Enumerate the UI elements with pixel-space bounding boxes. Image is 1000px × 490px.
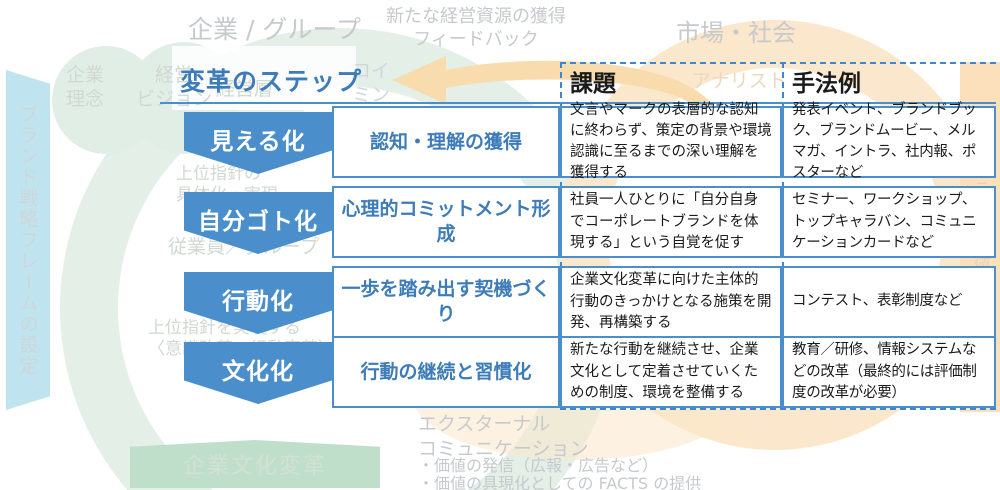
header-issue: 課題 (570, 71, 616, 97)
issue-text: 社員一人ひとりに「自分自身でコーポレートブランドを体現する」という自覚を促す (570, 192, 759, 251)
culture-reform-banner (130, 440, 380, 488)
issue-text: 文言やマークの表層的な認知に終わらず、策定の背景や環境認識に至るまでの深い理解を… (570, 101, 772, 182)
step-chevron: 文化化 (184, 342, 332, 404)
step-description: 一歩を踏み出す契機づくり (341, 278, 551, 325)
bg-label-philosophy: 企業 理念 (66, 64, 105, 110)
method-text: コンテスト、表彰制度など (792, 293, 963, 310)
step-label: 見える化 (210, 129, 306, 155)
method-cell: 発表イベント、ブランドブック、ブランドムービー、メルマガ、イントラ、社内報、ポス… (782, 102, 996, 181)
issue-cell: 企業文化変革に向けた主体的行動のきっかけとなる施策を開発、再構築する (560, 266, 782, 338)
bg-label-commitment: コイ ミン (352, 60, 391, 106)
table-row: 見える化 認知・理解の獲得 文言やマークの表層的な認知に終わらず、策定の背景や環… (160, 102, 996, 186)
issue-cell: 文言やマークの表層的な認知に終わらず、策定の背景や環境認識に至るまでの深い理解を… (560, 102, 782, 181)
step-label: 文化化 (222, 359, 294, 385)
step-label: 自分ゴト化 (198, 209, 318, 235)
method-cell: 教育／研修、情報システムなどの改革（最終的には評価制度の改革が必要） (782, 336, 996, 408)
issue-text: 企業文化変革に向けた主体的行動のきっかけとなる施策を開発、再構築する (570, 272, 772, 331)
bg-external-comm-title: エクスターナル コミュニケーション (418, 413, 589, 460)
bg-label-feedback: 新たな経営資源の獲得 フィードバック (386, 6, 566, 50)
header-method: 手法例 (792, 71, 861, 97)
bg-label-vision: 経営 ビジョン (136, 64, 213, 110)
bg-label-corporate-group: 企業 / グループ (188, 15, 361, 44)
bg-label-market-society: 市場・社会 (676, 19, 796, 47)
step-description: 行動の継続と習慣化 (360, 360, 532, 383)
bg-external-comm-bullet-2: ・価値の具現化としての FACTS の提供 (418, 474, 702, 490)
culture-reform-banner-label: 企業文化変革 (182, 454, 327, 479)
method-text: 発表イベント、ブランドブック、ブランドムービー、メルマガ、イントラ、社内報、ポス… (792, 101, 977, 182)
bg-label-analyst: アナリスト (692, 70, 787, 92)
brand-strategy-band (6, 70, 50, 410)
method-cell: セミナー、ワークショップ、トップキャラバン、コミュニケーションカードなど (782, 186, 996, 258)
background-white-wash (172, 46, 356, 110)
feedback-arrow-icon (392, 56, 716, 110)
step-description-box: 行動の継続と習慣化 (332, 336, 560, 408)
table-row: 自分ゴト化 心理的コミットメント形成 社員一人ひとりに「自分自身でコーポレートブ… (160, 186, 996, 266)
table-row: 行動化 一歩を踏み出す契機づくり 企業文化変革に向けた主体的行動のきっかけとなる… (160, 266, 996, 346)
brand-strategy-band-label: ブランド戦略フレームの設定 (16, 103, 39, 377)
step-chevron: 見える化 (184, 112, 332, 174)
step-description: 認知・理解の獲得 (369, 130, 522, 153)
issue-text: 新たな行動を継続させ、企業文化として定着させていくための制度、環境を整備する (570, 342, 759, 401)
bg-label-management-layer: 経営層 (216, 78, 274, 100)
table-dashed-bottom-border (560, 408, 996, 410)
header-rule (160, 102, 996, 104)
header-step: 変革のステップ (180, 67, 363, 96)
step-label: 行動化 (222, 289, 294, 315)
method-cell: コンテスト、表彰制度など (782, 266, 996, 338)
issue-cell: 新たな行動を継続させ、企業文化として定着させていくための制度、環境を整備する (560, 336, 782, 408)
step-chevron: 行動化 (184, 272, 332, 334)
step-description-box: 認知・理解の獲得 (332, 106, 560, 178)
step-chevron: 自分ゴト化 (184, 192, 332, 254)
method-text: セミナー、ワークショップ、トップキャラバン、コミュニケーションカードなど (792, 192, 977, 251)
step-description-box: 一歩を踏み出す契機づくり (332, 266, 560, 338)
method-text: 教育／研修、情報システムなどの改革（最終的には評価制度の改革が必要） (792, 342, 977, 401)
issue-cell: 社員一人ひとりに「自分自身でコーポレートブランドを体現する」という自覚を促す (560, 186, 782, 258)
step-description-box: 心理的コミットメント形成 (332, 186, 560, 258)
table-row: 文化化 行動の継続と習慣化 新たな行動を継続させ、企業文化として定着させていくた… (160, 336, 996, 416)
step-description: 心理的コミットメント形成 (341, 198, 551, 245)
table-dashed-top-border (560, 62, 996, 64)
bg-external-comm-bullet-1: ・価値の発信（広報・広告など） (418, 456, 659, 475)
